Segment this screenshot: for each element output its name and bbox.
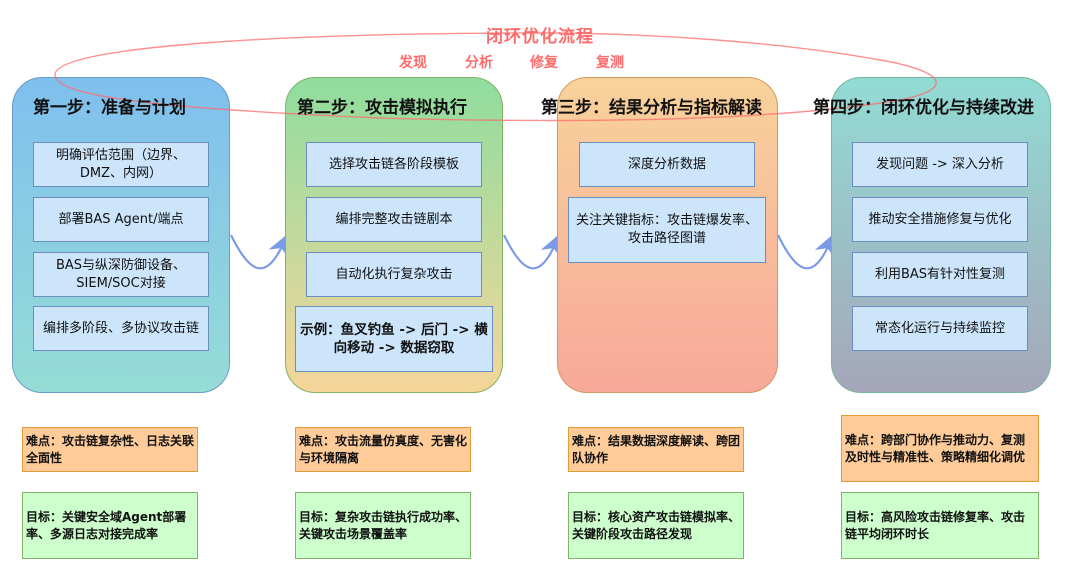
step-1-task: 编排多阶段、多协议攻击链 <box>33 306 209 351</box>
loop-title: 闭环优化流程 <box>486 27 594 47</box>
step-3-title: 第三步：结果分析与指标解读 <box>541 98 762 118</box>
step-4-difficulty: 难点：跨部门协作与推动力、复测及时性与精准性、策略精细化调优 <box>841 415 1039 482</box>
step-1-difficulty: 难点：攻击链复杂性、日志关联全面性 <box>22 427 198 472</box>
step-1-task: 部署BAS Agent/端点 <box>33 197 209 242</box>
step-1-task: BAS与纵深防御设备、SIEM/SOC对接 <box>33 252 209 297</box>
step-4-goal: 目标：高风险攻击链修复率、攻击链平均闭环时长 <box>841 492 1039 559</box>
step-3-task: 深度分析数据 <box>579 142 755 187</box>
flow-arrow-2-to-3 <box>503 233 562 270</box>
step-1-goal: 目标：关键安全域Agent部署率、多源日志对接完成率 <box>22 492 198 559</box>
step-4-task: 推动安全措施修复与优化 <box>852 197 1028 242</box>
step-3-goal: 目标：核心资产攻击链模拟率、关键阶段攻击路径发现 <box>568 492 744 559</box>
flow-arrow-3-to-4 <box>777 233 836 270</box>
step-4-task: 常态化运行与持续监控 <box>852 306 1028 351</box>
loop-stage-discover: 发现 <box>399 55 427 71</box>
step-1-task: 明确评估范围（边界、DMZ、内网） <box>33 142 209 187</box>
step-4-task: 利用BAS有针对性复测 <box>852 252 1028 297</box>
step-2-task: 编排完整攻击链剧本 <box>306 197 482 242</box>
step-4-title: 第四步：闭环优化与持续改进 <box>813 98 1034 118</box>
step-3-task: 关注关键指标：攻击链爆发率、攻击路径图谱 <box>568 197 766 263</box>
step-3-difficulty: 难点：结果数据深度解读、跨团队协作 <box>568 427 744 472</box>
step-2-title: 第二步：攻击模拟执行 <box>297 98 467 118</box>
step-2-example: 示例：鱼叉钓鱼 -> 后门 -> 横向移动 -> 数据窃取 <box>295 306 493 372</box>
loop-stage-fix: 修复 <box>530 55 558 71</box>
step-4-task: 发现问题 -> 深入分析 <box>852 142 1028 187</box>
loop-stage-retest: 复测 <box>596 55 624 71</box>
step-2-goal: 目标：复杂攻击链执行成功率、关键攻击场景覆盖率 <box>295 492 471 559</box>
step-2-task: 自动化执行复杂攻击 <box>306 252 482 297</box>
step-1-title: 第一步：准备与计划 <box>33 98 186 118</box>
flow-arrow-1-to-2 <box>230 233 289 270</box>
step-2-task: 选择攻击链各阶段模板 <box>306 142 482 187</box>
step-2-difficulty: 难点：攻击流量仿真度、无害化与环境隔离 <box>295 427 471 472</box>
loop-stage-analyze: 分析 <box>465 55 493 71</box>
